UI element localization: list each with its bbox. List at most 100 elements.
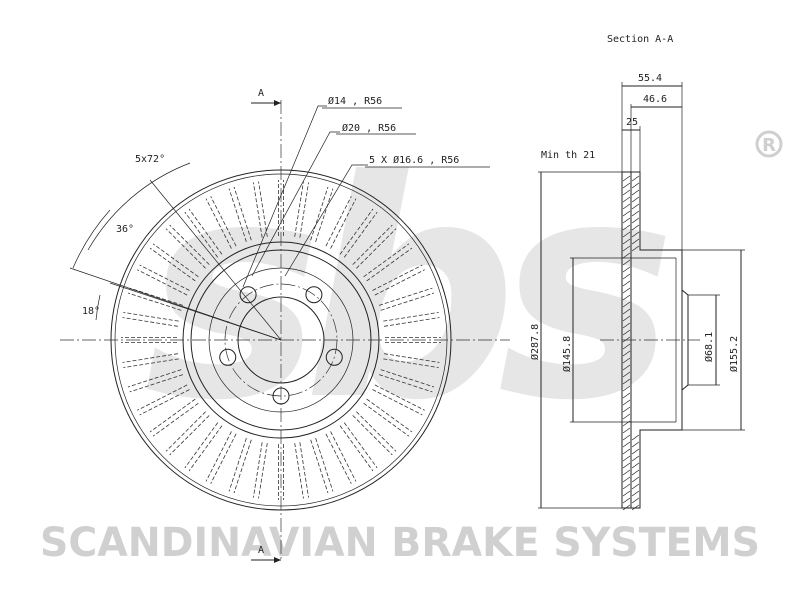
cooling-vane-slot: [343, 422, 378, 469]
company-name-watermark: SCANDINAVIAN BRAKE SYSTEMS: [40, 520, 760, 566]
hole-leader-20: [251, 131, 340, 277]
cooling-vane-slot: [294, 181, 304, 237]
hatch-line: [622, 364, 631, 371]
dim-155-2: Ø155.2: [728, 336, 740, 372]
angle-label-18: 18°: [82, 306, 100, 317]
cooling-vane-slot: [363, 243, 410, 278]
hatch-line: [622, 259, 631, 266]
cooling-vane-slot: [123, 312, 179, 322]
hatch-line: [631, 196, 640, 203]
hatch-line: [622, 469, 631, 476]
cooling-vane-slot: [169, 224, 210, 265]
bolt-hole: [219, 348, 237, 366]
hatch-line: [622, 483, 631, 490]
cooling-vane-slot: [210, 196, 237, 247]
hatch-line: [631, 490, 640, 497]
dim-55-4: 55.4: [638, 73, 662, 84]
angle-arc-36: [72, 209, 111, 269]
cooling-vane-slot: [184, 422, 219, 469]
hatch-line: [622, 203, 631, 210]
cooling-vane-slot: [325, 196, 352, 247]
cooling-vane-slot: [299, 442, 309, 498]
dim-287-8: Ø287.8: [529, 324, 541, 360]
hatch-line: [631, 238, 640, 245]
cooling-vane-slot: [366, 398, 413, 433]
hatch-line: [622, 224, 631, 231]
cooling-vane-slot: [165, 228, 206, 269]
cooling-vane-slot: [123, 358, 179, 368]
cooling-vane-slot: [352, 224, 393, 265]
hatch-line: [622, 476, 631, 483]
angle-label-5x72: 5x72°: [135, 154, 165, 165]
hatch-line: [631, 224, 640, 231]
hatch-line: [622, 413, 631, 420]
cooling-vane-slot: [233, 439, 252, 494]
hatch-line: [631, 462, 640, 469]
hatch-line: [622, 280, 631, 287]
watermark-logo-text: sbs: [144, 117, 666, 466]
cooling-vane-slot: [188, 208, 223, 255]
hatch-line: [622, 301, 631, 308]
hatch-line: [622, 322, 631, 329]
cooling-vane-slot: [129, 374, 184, 393]
cooling-vane-slot: [188, 425, 223, 472]
angle-leader-a: [149, 179, 282, 341]
hatch-line: [622, 343, 631, 350]
cooling-vane-slot: [315, 437, 334, 492]
cooling-vane-slot: [372, 389, 423, 416]
hatch-line: [631, 210, 640, 217]
hatch-line: [622, 490, 631, 497]
hatch-line: [631, 203, 640, 210]
hatch-line: [631, 448, 640, 455]
cooling-vane-slot: [258, 443, 268, 499]
cooling-vane-slot: [149, 247, 196, 282]
hatch-line: [622, 308, 631, 315]
hatch-line: [622, 252, 631, 259]
hole-leader-16: [284, 164, 368, 277]
cooling-vane-slot: [374, 384, 425, 411]
hatch-line: [622, 350, 631, 357]
min-thickness-label: Min th 21: [541, 150, 595, 161]
cooling-vane-slot: [384, 353, 440, 363]
hole-label-14: Ø14 , R56: [328, 95, 382, 107]
cooling-vane-slot: [184, 211, 219, 258]
hatch-line: [631, 476, 640, 483]
hatch-line: [631, 434, 640, 441]
cooling-vane-slot: [343, 211, 378, 258]
cooling-vane-slot: [127, 292, 182, 311]
cooling-vane-slot: [139, 389, 190, 416]
cooling-vane-slot: [383, 312, 439, 322]
dim-25: 25: [626, 117, 638, 128]
bolt-holes: [219, 286, 343, 405]
dim-145-8: Ø145.8: [561, 336, 573, 372]
hatch-line: [622, 329, 631, 336]
hatch-line: [622, 385, 631, 392]
hatch-line: [622, 217, 631, 224]
hatch-line: [622, 497, 631, 504]
hatch-line: [622, 315, 631, 322]
cooling-vane-slot: [356, 411, 397, 452]
hatch-line: [631, 189, 640, 196]
hatch-line: [622, 175, 631, 182]
cooling-vane-slot: [330, 198, 357, 249]
hatch-line: [622, 238, 631, 245]
hatch-line: [622, 371, 631, 378]
hatch-line: [622, 245, 631, 252]
registered-mark-letter: R: [762, 135, 776, 156]
cooling-vane-slot: [380, 369, 435, 388]
hatch-line: [622, 441, 631, 448]
section-title: Section A-A: [607, 34, 673, 45]
hatch-line: [631, 497, 640, 504]
hatch-line: [631, 231, 640, 238]
bolt-hole: [325, 348, 343, 366]
hatch-line: [622, 427, 631, 434]
hatch-line: [631, 245, 640, 252]
cooling-vane-slot: [137, 269, 188, 296]
hatch-line: [622, 266, 631, 273]
cooling-vane-slot: [258, 181, 268, 237]
hatch-line: [622, 287, 631, 294]
cooling-vane-slot: [139, 264, 190, 291]
section-hatching: [622, 175, 640, 511]
hole-leader-14: [242, 105, 327, 288]
